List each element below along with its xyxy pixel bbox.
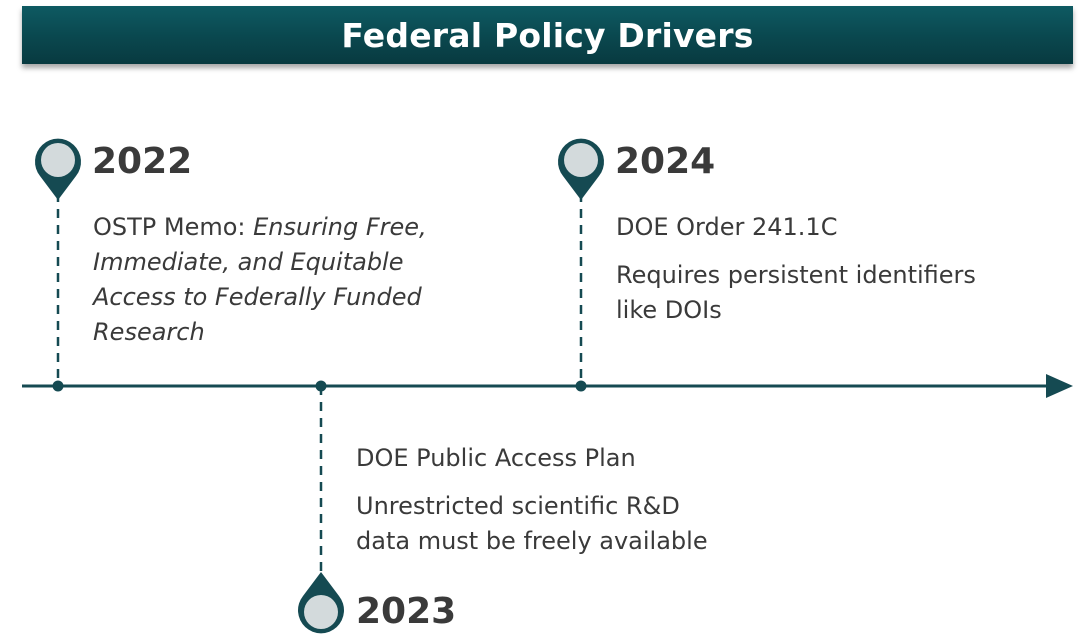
map-pin-icon-2023: [298, 572, 344, 634]
event-2024-heading: DOE Order 241.1C: [616, 213, 838, 241]
event-2023-detail-line2: data must be freely available: [356, 527, 708, 555]
timeline-arrowhead: [1046, 374, 1073, 398]
axis-dot-2022: [52, 380, 64, 392]
event-2022-title-line1: Ensuring Free,: [253, 213, 427, 241]
map-pin-icon-2022: [35, 138, 82, 200]
event-2022-text: OSTP Memo: Ensuring Free, Immediate, and…: [93, 210, 533, 350]
event-2022-title-line3: Access to Federally Funded: [93, 283, 422, 311]
axis-dot-2023: [315, 380, 327, 392]
event-2022-title-line4: Research: [93, 318, 205, 346]
year-2022: 2022: [92, 141, 193, 182]
page-title: Federal Policy Drivers: [341, 15, 754, 55]
event-2024-text: DOE Order 241.1C Requires persistent ide…: [616, 210, 1066, 328]
title-banner: Federal Policy Drivers: [22, 6, 1073, 64]
event-2022-prefix: OSTP Memo:: [93, 213, 254, 241]
year-2023: 2023: [356, 591, 457, 632]
event-2024-detail-line1: Requires persistent identifiers: [616, 261, 976, 289]
event-2023-heading: DOE Public Access Plan: [356, 444, 636, 472]
axis-dot-2024: [575, 380, 587, 392]
event-2023-text: DOE Public Access Plan Unrestricted scie…: [356, 441, 806, 559]
event-2023-detail-line1: Unrestricted scientific R&D: [356, 492, 680, 520]
event-2022-title-line2: Immediate, and Equitable: [93, 248, 404, 276]
event-2024-detail-line2: like DOIs: [616, 296, 722, 324]
year-2024: 2024: [615, 141, 716, 182]
map-pin-icon-2024: [558, 138, 604, 200]
